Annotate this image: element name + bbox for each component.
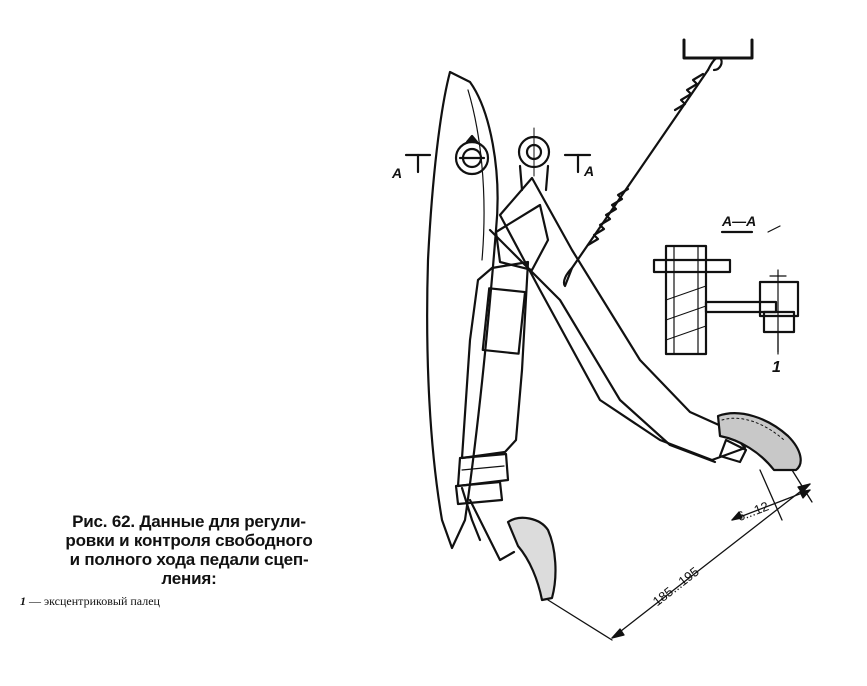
dimension-large-label: 185...195 bbox=[650, 564, 702, 609]
section-title-label: А—А bbox=[721, 213, 756, 229]
section-marker-right bbox=[563, 153, 592, 174]
eccentric-pin bbox=[517, 127, 551, 192]
legend-number: 1 bbox=[20, 594, 26, 608]
caption-line-4: ления: bbox=[161, 569, 217, 588]
pushrod bbox=[494, 203, 550, 272]
caption-line-3: и полного хода педали сцеп- bbox=[69, 550, 309, 569]
caption-line-2: ровки и контроля свободного bbox=[65, 531, 313, 550]
pivot-bolt-left bbox=[454, 134, 490, 176]
part-number-label: 1 bbox=[772, 359, 781, 376]
legend-item: 1 — эксцентриковый палец bbox=[14, 594, 364, 609]
return-spring bbox=[562, 56, 723, 288]
master-cylinder bbox=[454, 260, 530, 506]
dimension-large bbox=[547, 483, 811, 641]
top-bracket bbox=[682, 38, 754, 60]
section-label-right: А bbox=[583, 163, 594, 179]
legend-text: — эксцентриковый палец bbox=[29, 594, 160, 608]
pedal-bracket bbox=[426, 70, 499, 550]
dimension-small-label: 6...12 bbox=[735, 498, 771, 524]
section-detail bbox=[652, 225, 800, 356]
pedal-pad-lower bbox=[460, 486, 557, 602]
pedal-pad bbox=[716, 412, 802, 472]
pedal-arm bbox=[488, 176, 747, 464]
figure-caption: Рис. 62. Данные для регули- ровки и конт… bbox=[14, 512, 364, 609]
bracket-inner-edge bbox=[467, 89, 485, 261]
section-label-left: А bbox=[391, 165, 402, 181]
section-marker-left bbox=[404, 153, 432, 174]
caption-line-1: Рис. 62. Данные для регули- bbox=[72, 512, 306, 531]
